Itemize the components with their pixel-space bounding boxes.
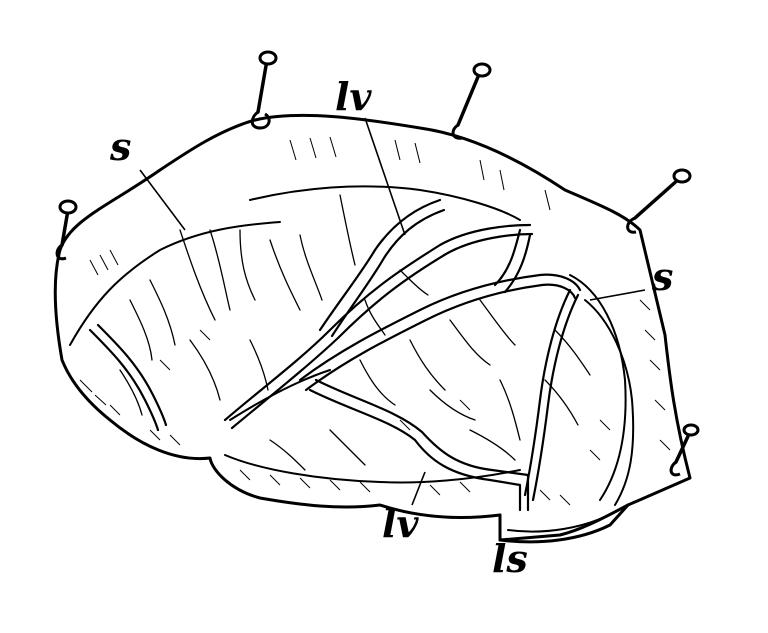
label-lv-top: lv [335, 74, 372, 119]
label-lv-bottom: lv [382, 501, 419, 546]
membrane-fold-right-1 [569, 274, 627, 501]
membrane-fold-right-2 [584, 299, 635, 506]
shading-hatch [79, 136, 671, 506]
label-s-upper-left: s [110, 124, 132, 169]
vessel-network [88, 198, 582, 512]
pin-bottom-right [669, 423, 700, 477]
membrane-fold-left [69, 221, 281, 346]
ls-strip [498, 503, 630, 544]
label-s-right: s [652, 254, 674, 299]
pin-top-left [250, 50, 278, 130]
pin-right [626, 168, 692, 234]
pin-top-right [451, 62, 492, 140]
pin-left [55, 199, 78, 261]
vessel-twigs [119, 194, 591, 471]
label-leaders [139, 117, 646, 506]
membrane-fold-inner [229, 369, 331, 421]
membrane-fold-top [249, 185, 521, 221]
ls-strip-inner [507, 511, 616, 533]
membrane-outline [53, 113, 692, 542]
label-ls: ls [492, 536, 528, 581]
